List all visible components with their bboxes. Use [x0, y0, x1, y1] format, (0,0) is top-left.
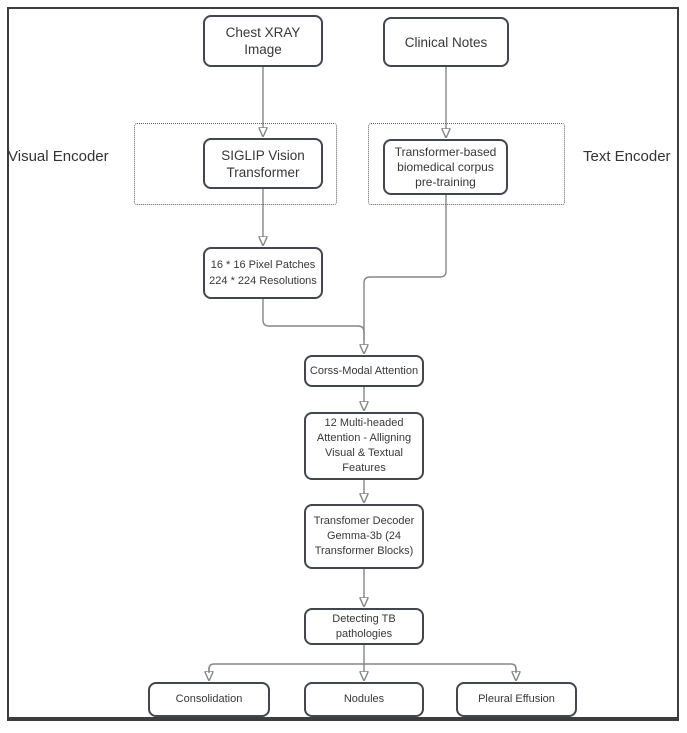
node-pleural-effusion-label: Pleural Effusion — [478, 693, 555, 705]
node-cross-modal-attention: Corss-Modal Attention — [304, 355, 424, 387]
node-multi-headed-attention-label: 12 Multi-headed Attention - Alligning Vi… — [316, 417, 412, 474]
diagram-frame-border — [7, 7, 679, 721]
text-encoder-label: Text Encoder — [583, 148, 671, 165]
node-transformer-decoder: Transfomer Decoder Gemma-3b (24 Transfor… — [304, 504, 424, 569]
node-chest-xray-image: Chest XRAY Image — [203, 15, 323, 67]
node-cross-modal-attention-label: Corss-Modal Attention — [309, 364, 419, 377]
connector-textencoder-to-crossmodal — [364, 195, 447, 345]
connector-patches-to-crossmodal — [262, 299, 365, 340]
text-encoder-group-box — [368, 123, 565, 205]
node-pixel-patches-label: 16 * 16 Pixel Patches 224 * 224 Resoluti… — [209, 259, 317, 287]
node-pleural-effusion: Pleural Effusion — [456, 682, 577, 717]
node-biomedical-text-encoder-label: Transformer-based biomedical corpus pre-… — [394, 144, 497, 189]
node-clinical-notes-label: Clinical Notes — [404, 34, 488, 50]
node-consolidation-label: Consolidation — [175, 693, 243, 705]
visual-encoder-label: Visual Encoder — [8, 148, 109, 165]
node-biomedical-text-encoder: Transformer-based biomedical corpus pre-… — [383, 139, 508, 195]
node-siglip-vision-transformer: SIGLIP Vision Transformer — [203, 138, 323, 189]
node-clinical-notes: Clinical Notes — [383, 17, 509, 67]
connector-branch-horizontal — [208, 663, 517, 673]
node-nodules-label: Nodules — [343, 693, 385, 705]
visual-encoder-group-box — [134, 123, 337, 205]
node-detecting-tb-pathologies: Detecting TB pathologies — [304, 608, 424, 645]
node-detecting-tb-pathologies-label: Detecting TB pathologies — [332, 612, 396, 640]
node-transformer-decoder-label: Transfomer Decoder Gemma-3b (24 Transfor… — [313, 515, 415, 557]
node-consolidation: Consolidation — [148, 682, 270, 717]
node-multi-headed-attention: 12 Multi-headed Attention - Alligning Vi… — [304, 412, 424, 480]
node-nodules: Nodules — [304, 682, 424, 717]
node-chest-xray-image-label: Chest XRAY Image — [225, 25, 301, 57]
node-pixel-patches: 16 * 16 Pixel Patches 224 * 224 Resoluti… — [203, 247, 323, 299]
node-siglip-vision-transformer-label: SIGLIP Vision Transformer — [221, 147, 305, 180]
